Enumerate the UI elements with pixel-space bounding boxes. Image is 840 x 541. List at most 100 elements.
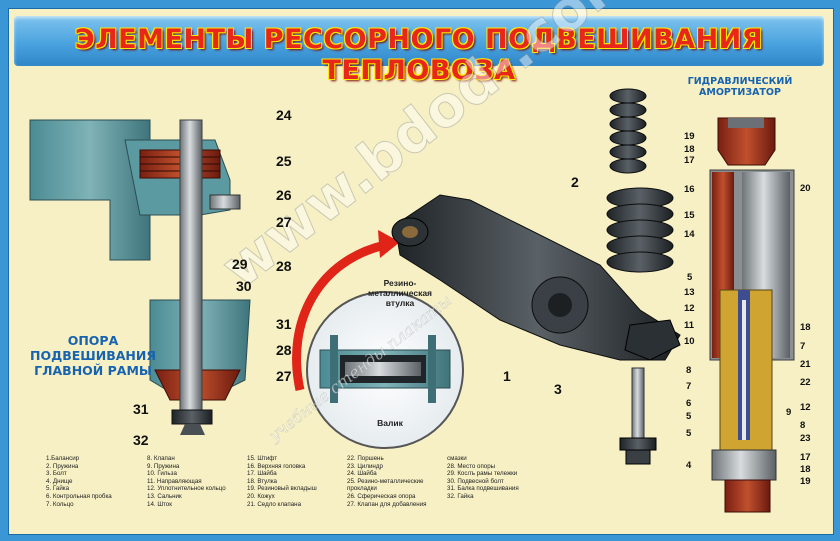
- label-r18-top: 18: [684, 144, 695, 155]
- label-25: 25: [276, 153, 292, 169]
- label-29: 29: [232, 256, 248, 272]
- legend-column-5: смазки 28. Место опоры 29. Кослъ рамы те…: [447, 455, 519, 501]
- label-r8-b: 8: [800, 420, 806, 431]
- label-r16: 16: [684, 184, 695, 195]
- frame-support-drawing: [29, 119, 251, 435]
- poster-canvas: [8, 8, 834, 535]
- label-r19-top: 19: [684, 131, 695, 142]
- label-r14: 14: [684, 229, 695, 240]
- legend-item: 8. Клапан: [147, 455, 175, 462]
- shock-absorber-heading-line1: ГИДРАВЛИЧЕСКИЙ: [687, 76, 793, 87]
- legend-item: 21. Седло клапана: [247, 500, 302, 508]
- label-r5-c: 5: [686, 428, 692, 439]
- label-2: 2: [571, 174, 579, 190]
- label-r9: 9: [786, 407, 792, 418]
- pin-label: Валик: [377, 418, 403, 428]
- label-r23: 23: [800, 433, 811, 444]
- legend-column-3: 15. Штифт 16. Верхняя головка 17. Шайба …: [247, 455, 317, 508]
- shock-absorber-heading: ГИДРАВЛИЧЕСКИЙ АМОРТИЗАТОР: [680, 76, 800, 98]
- legend-item: 19. Резиновый вкладыш: [247, 485, 317, 493]
- label-r20: 20: [800, 183, 811, 194]
- legend-item: 10. Гильза: [147, 470, 177, 478]
- legend-item: 9. Пружина: [147, 462, 180, 470]
- label-28-top: 28: [276, 258, 292, 274]
- legend-item: 20. Кожух: [247, 492, 275, 500]
- support-heading: ОПОРА ПОДВЕШИВАНИЯ ГЛАВНОЙ РАМЫ: [18, 333, 168, 378]
- support-heading-line1: ОПОРА: [67, 333, 119, 348]
- legend-item: 26. Сферическая опора: [347, 492, 416, 500]
- label-31-left: 31: [133, 401, 149, 417]
- legend-item: 27. Клапан для добавления: [347, 500, 427, 508]
- shock-absorber-heading-line2: АМОРТИЗАТОР: [699, 87, 781, 98]
- legend-item: 5. Гайка: [46, 485, 70, 493]
- label-r12-b: 12: [800, 402, 811, 413]
- label-32: 32: [133, 432, 149, 448]
- legend-column-2: 8. Клапан 9. Пружина 10. Гильза 11. Напр…: [147, 455, 226, 508]
- label-26: 26: [276, 187, 292, 203]
- legend-item: 23. Цилиндр: [347, 462, 383, 470]
- label-r12-a: 12: [684, 303, 695, 314]
- label-r6: 6: [686, 398, 692, 409]
- red-arrow: [292, 240, 387, 391]
- label-31-right: 31: [276, 316, 292, 332]
- legend-column-4: 22. Поршень 23. Цилиндр 24. Шайба 25. Ре…: [347, 455, 427, 508]
- legend-item: 6. Контрольная пробка: [46, 492, 112, 500]
- legend-column-1: 1.Балансир 2. Пружина 3. Болт 4. Днище 5…: [46, 455, 112, 508]
- label-24: 24: [276, 107, 292, 123]
- legend-item: 3. Болт: [46, 470, 67, 478]
- legend-item: 22. Поршень: [347, 455, 384, 462]
- legend-item: 24. Шайба: [347, 470, 377, 478]
- legend-item: 14. Шток: [147, 500, 172, 508]
- springs-drawing: [606, 88, 674, 273]
- red-arrow-head: [378, 230, 400, 258]
- legend-item: 28. Место опоры: [447, 462, 496, 470]
- label-r17-top: 17: [684, 155, 695, 166]
- support-heading-line2: ПОДВЕШИВАНИЯ: [30, 348, 156, 363]
- label-27-top: 27: [276, 214, 292, 230]
- legend-item: 32. Гайка: [447, 492, 474, 500]
- legend-item: 1.Балансир: [46, 455, 80, 462]
- label-27-bottom: 27: [276, 368, 292, 384]
- legend-item: 29. Кослъ рамы тележки: [447, 470, 518, 478]
- label-r7-right: 7: [800, 341, 806, 352]
- label-3: 3: [554, 381, 562, 397]
- legend-item: 16. Верхняя головка: [247, 462, 306, 470]
- legend-item: 25. Резино-металлические: [347, 477, 424, 485]
- legend-item: смазки: [447, 455, 467, 462]
- legend-item: 2. Пружина: [46, 462, 79, 470]
- legend-item: 18. Втулка: [247, 477, 277, 485]
- label-r5-b: 5: [686, 411, 692, 422]
- label-r7-left: 7: [686, 381, 692, 392]
- label-r13: 13: [684, 287, 695, 298]
- legend-item: 12. Уплотнительное кольцо: [147, 485, 226, 493]
- label-r17-bottom: 17: [800, 452, 811, 463]
- label-r4: 4: [686, 460, 692, 471]
- legend-item: 30. Подвесной болт: [447, 477, 504, 485]
- label-r10: 10: [684, 336, 695, 347]
- label-r15: 15: [684, 210, 695, 221]
- shock-absorber-drawing: [709, 117, 795, 513]
- label-28-bottom: 28: [276, 342, 292, 358]
- legend-item: 7. Кольцо: [46, 500, 74, 508]
- legend-item: 17. Шайба: [247, 470, 277, 478]
- label-r18-mid: 18: [800, 322, 811, 333]
- balancer-drawing: [391, 194, 681, 361]
- legend-item: 13. Сальник: [147, 492, 182, 500]
- legend-item: 4. Днище: [46, 477, 73, 485]
- legend-item: 15. Штифт: [247, 455, 278, 462]
- support-heading-line3: ГЛАВНОЙ РАМЫ: [34, 363, 152, 378]
- label-r5-a: 5: [687, 272, 693, 283]
- label-r18-bottom: 18: [800, 464, 811, 475]
- label-r21: 21: [800, 359, 811, 370]
- title-bar: ЭЛЕМЕНТЫ РЕССОРНОГО ПОДВЕШИВАНИЯ ТЕПЛОВО…: [14, 16, 824, 86]
- bolt-drawing: [619, 367, 657, 465]
- label-r22: 22: [800, 377, 811, 388]
- label-1: 1: [503, 368, 511, 384]
- legend-item: прокладки: [347, 485, 377, 493]
- bushing-label: Резино-металлическая втулка: [367, 278, 433, 308]
- bushing-callout: [306, 291, 464, 449]
- label-r8-a: 8: [686, 365, 692, 376]
- legend-item: 11. Направляющая: [147, 477, 202, 485]
- label-r19-bottom: 19: [800, 476, 811, 487]
